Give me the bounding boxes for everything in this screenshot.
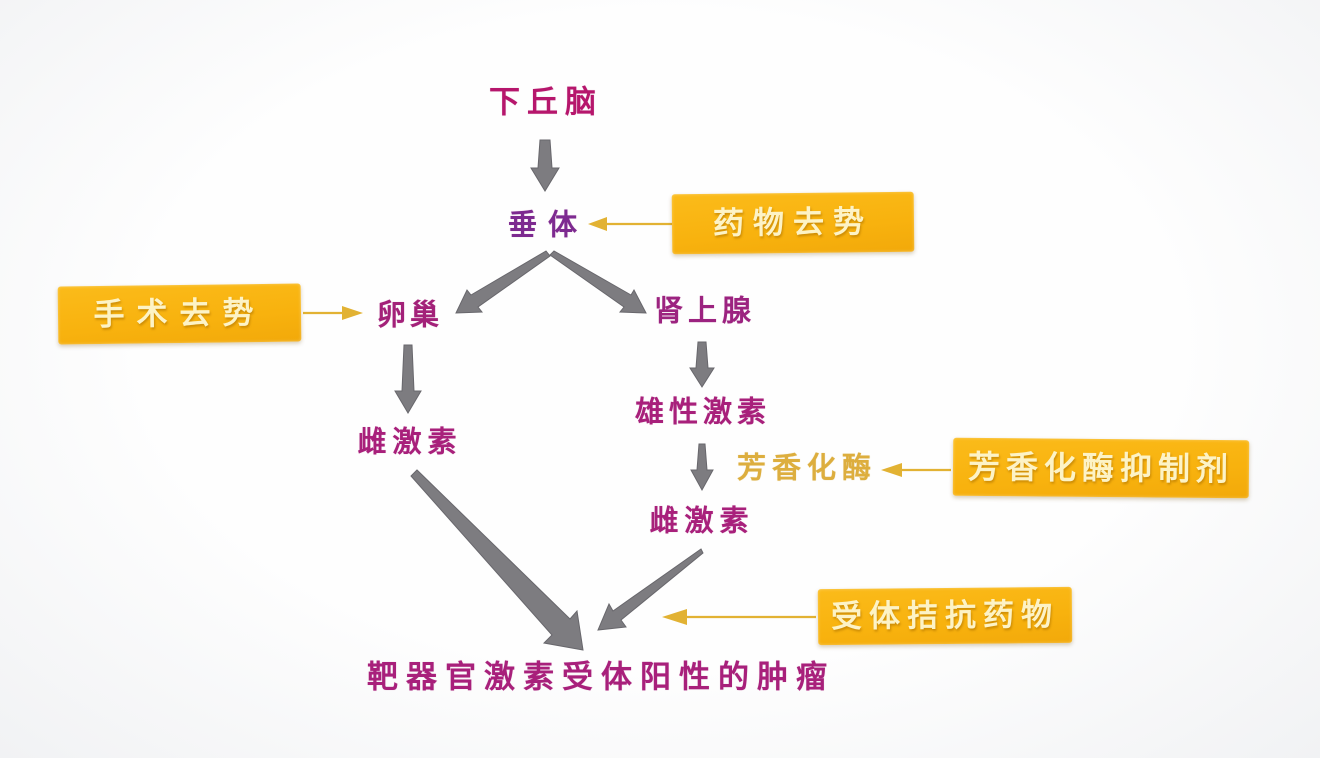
node-ovary: 卵巢	[376, 297, 444, 332]
node-aromatase: 芳香化酶	[736, 450, 878, 485]
node-tumor: 靶器官激素受体阳性的肿瘤	[367, 659, 835, 696]
treatment-label-aromatase-inhibitor: 芳香化酶抑制剂	[967, 447, 1235, 489]
arrow-receptor-antagonist-head	[662, 609, 687, 625]
arrow-surgical-castration-head	[342, 306, 363, 320]
treatment-box-receptor-antagonist: 受体拮抗药物	[817, 586, 1073, 646]
arrow-androgen-to-estrogen	[690, 443, 714, 492]
treatment-label-drug-castration: 药物去势	[712, 203, 874, 242]
node-estrogen-right: 雌激素	[649, 503, 755, 538]
treatment-box-drug-castration: 药物去势	[671, 191, 915, 255]
node-hypothalamus: 下丘脑	[489, 84, 603, 121]
treatment-box-aromatase-inhibitor: 芳香化酶抑制剂	[952, 437, 1250, 499]
arrow-estrogen-right-to-tumor	[597, 548, 704, 631]
arrow-estrogen-left-to-tumor	[410, 469, 584, 651]
arrow-drug-castration-head	[588, 217, 607, 231]
arrow-hypothalamus-to-pituitary	[530, 139, 560, 192]
arrow-pituitary-to-adrenal	[549, 250, 647, 314]
node-adrenal-gland: 肾上腺	[653, 293, 757, 328]
arrow-ovary-to-estrogen	[394, 344, 422, 414]
treatment-label-receptor-antagonist: 受体拮抗药物	[830, 596, 1060, 635]
arrow-adrenal-to-androgen	[689, 341, 715, 388]
node-androgen: 雄性激素	[634, 394, 772, 429]
arrow-pituitary-to-ovary	[455, 250, 551, 314]
arrow-aromatase-inhibitor-head	[881, 463, 902, 477]
node-estrogen-left: 雌激素	[357, 424, 463, 459]
treatment-box-surgical-castration: 手术去势	[57, 283, 302, 345]
node-pituitary: 垂体	[507, 207, 589, 242]
treatment-label-surgical-castration: 手术去势	[93, 294, 266, 333]
